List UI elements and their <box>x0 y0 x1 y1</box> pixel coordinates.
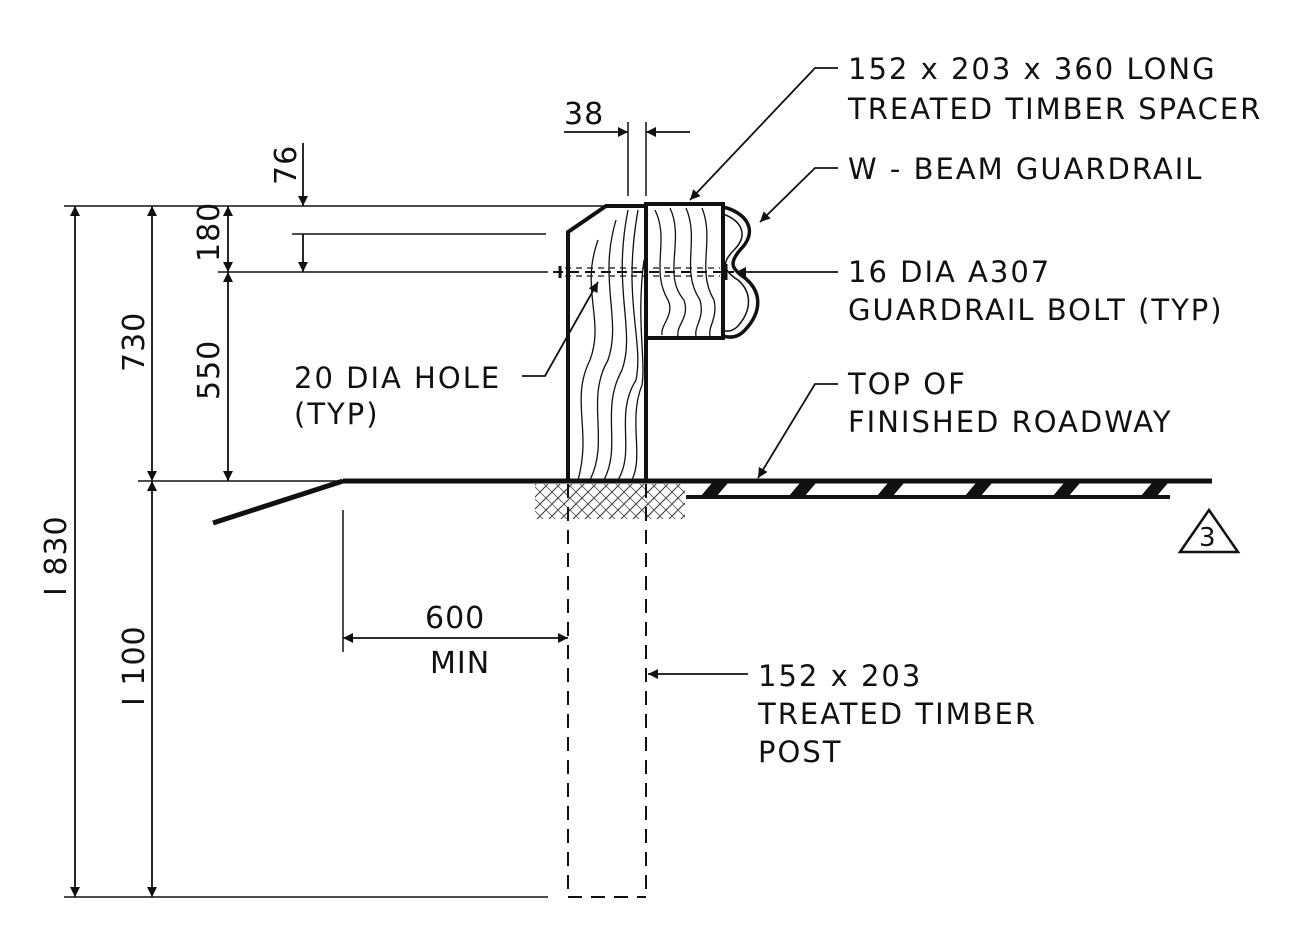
dim-180: 180 <box>192 202 227 262</box>
leader-lines <box>522 67 838 679</box>
spacer-note-line2: TREATED TIMBER SPACER <box>847 92 1262 126</box>
dim-1830: I 830 <box>39 515 74 596</box>
dim-76: 76 <box>269 145 304 185</box>
dim-1100: I 100 <box>117 625 152 706</box>
soil-hatch <box>535 484 685 519</box>
pavement-stripe <box>1052 483 1080 497</box>
post-note-line1: 152 x 203 <box>758 659 922 693</box>
pavement-stripe <box>876 483 904 497</box>
timber-post <box>566 204 648 481</box>
dim-38: 38 <box>564 97 604 132</box>
roadway-note-line1: TOP OF <box>847 367 967 401</box>
dim-550: 550 <box>192 340 227 400</box>
pavement-stripe <box>700 483 728 497</box>
post-note-line3: POST <box>758 735 842 769</box>
spacer-note-line1: 152 x 203 x 360 LONG <box>848 52 1217 86</box>
bolt-note-line1: 16 DIA A307 <box>848 255 1051 289</box>
pavement-stripe <box>964 483 992 497</box>
dimension-lines <box>70 127 690 897</box>
guardrail-note: W - BEAM GUARDRAIL <box>848 152 1203 186</box>
guardrail-bolt <box>553 264 734 280</box>
w-beam-guardrail <box>722 205 760 339</box>
pavement-stripe <box>1140 483 1168 497</box>
dim-600-min: MIN <box>430 646 490 681</box>
bolt-note-line2: GUARDRAIL BOLT (TYP) <box>848 293 1224 327</box>
hole-note-line2: (TYP) <box>294 397 380 431</box>
dim-730: 730 <box>117 312 152 372</box>
dim-600: 600 <box>425 601 485 636</box>
reference-triangle-marker: 3 <box>1177 507 1241 554</box>
reference-number: 3 <box>1199 523 1217 553</box>
post-embedded-outline <box>567 484 647 898</box>
roadway-pavement <box>686 483 1170 499</box>
roadway-note-line2: FINISHED ROADWAY <box>848 405 1173 439</box>
pavement-stripe <box>788 483 816 497</box>
hole-note-line1: 20 DIA HOLE <box>294 361 501 395</box>
post-note-line2: TREATED TIMBER <box>757 697 1037 731</box>
